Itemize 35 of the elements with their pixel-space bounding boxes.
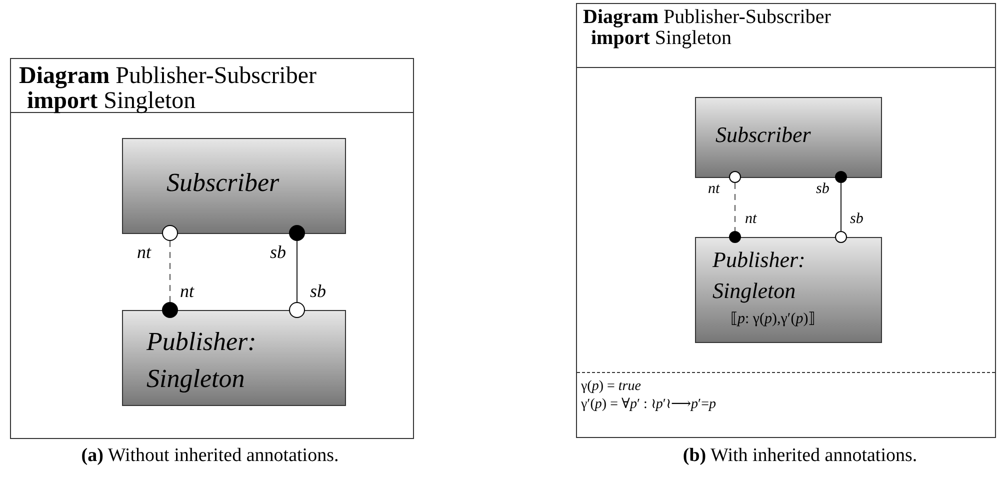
diagram-frame xyxy=(10,58,414,439)
component-box xyxy=(694,96,882,178)
port-label: nt xyxy=(708,181,720,198)
port-label: sb xyxy=(850,211,864,228)
component-name: Publisher: Singleton xyxy=(146,326,258,396)
open-port xyxy=(288,302,304,318)
component-name: Publisher: Singleton xyxy=(712,246,806,306)
port-label: sb xyxy=(310,282,326,302)
annotation-text: ⟦p: γ(p),γ′(p)⟧ xyxy=(730,310,816,327)
component-box xyxy=(694,236,882,342)
component-name: Subscriber xyxy=(166,168,280,198)
annotation-formula: γ′(p) = ∀p′ : ≀p′≀⟶p′=p xyxy=(581,397,716,412)
port-label: sb xyxy=(270,243,286,263)
port-label: nt xyxy=(180,282,194,302)
connector xyxy=(840,183,842,231)
port-label: nt xyxy=(745,211,757,228)
diagram-heading: import Singleton xyxy=(591,27,732,49)
annotation-formula: γ(p) = true xyxy=(581,379,641,394)
port-label: sb xyxy=(816,181,830,198)
dashed-connector xyxy=(169,241,171,302)
open-port xyxy=(834,230,846,242)
component-name: Subscriber xyxy=(716,122,811,147)
diagram-heading: Diagram Publisher-Subscriber xyxy=(19,63,316,90)
port-label: nt xyxy=(137,243,152,263)
diagram-frame xyxy=(576,3,996,438)
figure-caption: (a) Without inherited annotations. xyxy=(80,446,340,467)
diagram-heading: Diagram Publisher-Subscriber xyxy=(583,6,831,28)
filled-port xyxy=(162,302,178,318)
filled-port xyxy=(728,230,740,242)
connector xyxy=(296,241,298,302)
figure-caption: (b) With inherited annotations. xyxy=(682,446,918,467)
component-box xyxy=(122,138,346,234)
diagram-heading: import Singleton xyxy=(27,88,196,114)
dashed-connector xyxy=(734,183,736,231)
component-box xyxy=(122,310,346,406)
